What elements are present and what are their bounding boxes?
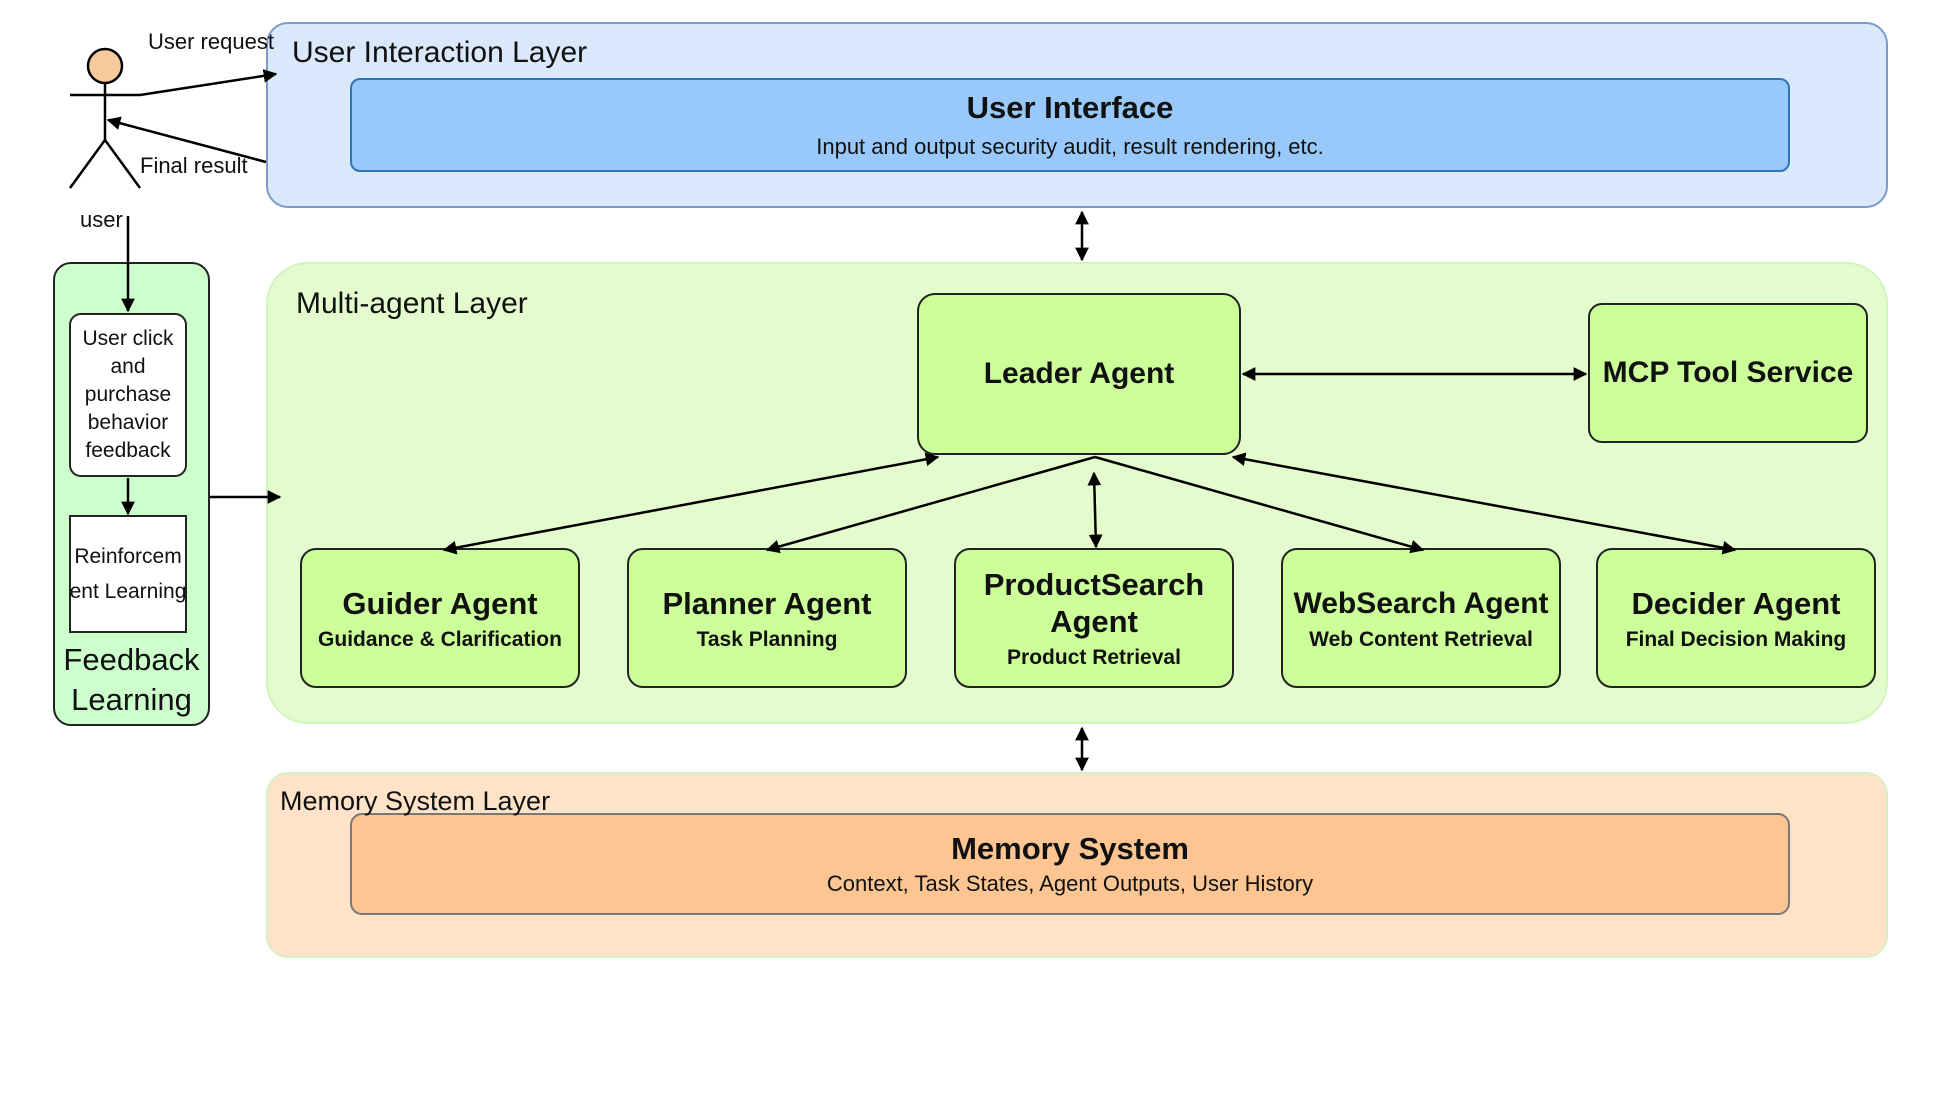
reinforcement-learning-box: Reinforcement Learning xyxy=(69,515,187,633)
user-request-arrow xyxy=(139,69,278,97)
mcp-tool-service-box: MCP Tool Service xyxy=(1588,303,1868,443)
memory-system-description: Context, Task States, Agent Outputs, Use… xyxy=(826,871,1314,896)
websearch-agent-title: WebSearch Agent xyxy=(1293,586,1549,620)
productsearch-agent-subtitle: Product Retrieval xyxy=(1007,646,1181,669)
decider-agent-subtitle: Final Decision Making xyxy=(1625,627,1847,651)
mcp-tool-service-label: MCP Tool Service xyxy=(1602,356,1854,389)
planner-agent-box: Planner Agent Task Planning xyxy=(627,548,907,688)
reinforcement-learning-label: Reinforcement Learning xyxy=(69,545,187,603)
decider-agent-title: Decider Agent xyxy=(1631,585,1841,621)
user-interface-description: Input and output security audit, result … xyxy=(816,134,1324,159)
user-interface-box: User Interface Input and output security… xyxy=(350,78,1790,172)
websearch-agent-box: WebSearch Agent Web Content Retrieval xyxy=(1281,548,1561,688)
websearch-agent-subtitle: Web Content Retrieval xyxy=(1309,627,1533,651)
behavior-feedback-label: User click and purchase behavior feedbac… xyxy=(82,327,174,462)
user-interaction-layer-label: User Interaction Layer xyxy=(292,36,588,69)
user-request-label: User request xyxy=(148,29,274,54)
memory-system-layer-label: Memory System Layer xyxy=(280,786,551,816)
guider-agent-title: Guider Agent xyxy=(342,585,538,621)
leader-agent-box: Leader Agent xyxy=(917,293,1241,455)
user-interface-title: User Interface xyxy=(966,90,1174,125)
multi-agent-layer-label: Multi-agent Layer xyxy=(296,287,528,320)
behavior-feedback-box: User click and purchase behavior feedbac… xyxy=(69,313,187,477)
productsearch-agent-box: ProductSearch Agent Product Retrieval xyxy=(954,548,1234,688)
final-result-label: Final result xyxy=(140,153,248,178)
leader-agent-label: Leader Agent xyxy=(983,357,1175,390)
user-actor-icon xyxy=(68,47,142,189)
planner-agent-title: Planner Agent xyxy=(662,585,872,621)
guider-agent-subtitle: Guidance & Clarification xyxy=(318,627,562,651)
planner-agent-subtitle: Task Planning xyxy=(696,627,838,651)
decider-agent-box: Decider Agent Final Decision Making xyxy=(1596,548,1876,688)
memory-system-box: Memory System Context, Task States, Agen… xyxy=(350,813,1790,915)
guider-agent-box: Guider Agent Guidance & Clarification xyxy=(300,548,580,688)
user-label: user xyxy=(80,207,123,232)
feedback-learning-title: Feedback Learning xyxy=(63,642,200,717)
memory-system-title: Memory System xyxy=(951,831,1189,866)
productsearch-agent-title: ProductSearch Agent xyxy=(983,567,1205,639)
